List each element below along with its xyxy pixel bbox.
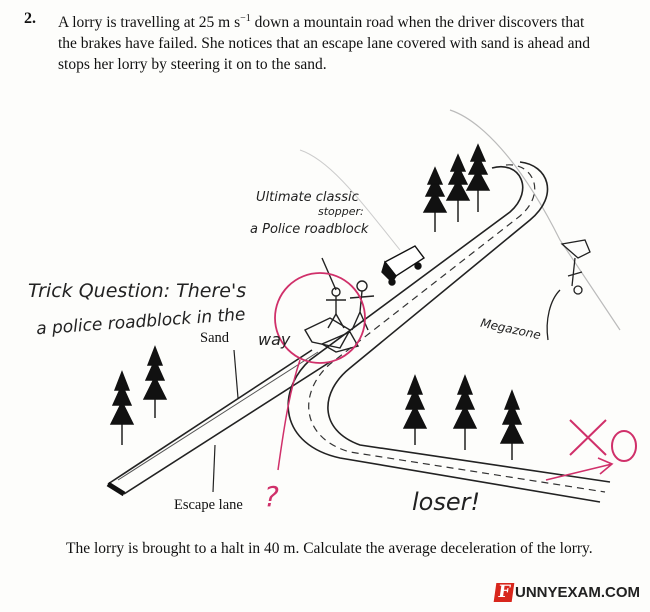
label-sand: Sand bbox=[200, 330, 229, 346]
escape-lane-right-edge bbox=[123, 361, 331, 495]
annotation-trick-line-3: way bbox=[258, 330, 291, 349]
tree bbox=[142, 345, 168, 418]
tree bbox=[109, 370, 135, 445]
red-o bbox=[611, 430, 637, 462]
annotation-trick-line-1: Trick Question: There's bbox=[28, 280, 247, 302]
escape-lane-end bbox=[106, 481, 126, 497]
road-inner-edge bbox=[287, 165, 601, 503]
police-roadblock bbox=[304, 257, 375, 353]
lorry bbox=[381, 245, 426, 286]
red-x bbox=[569, 419, 607, 456]
tree bbox=[452, 374, 478, 450]
question-text: A lorry is travelling at 25 m s−1 down a… bbox=[58, 8, 638, 75]
trees-left bbox=[109, 345, 168, 445]
road-centre-line bbox=[308, 164, 606, 493]
question-line-1-end: down a mountain road when the driver dis… bbox=[250, 14, 585, 32]
mountain-outline bbox=[449, 109, 621, 331]
annotation-question-mark: ? bbox=[264, 480, 279, 513]
tree bbox=[465, 143, 491, 212]
tree bbox=[445, 153, 471, 222]
tree bbox=[499, 389, 525, 460]
tree bbox=[402, 374, 428, 445]
mountain-outline-faint bbox=[299, 149, 401, 251]
label-escape-lane: Escape lane bbox=[174, 497, 243, 513]
question-number: 2. bbox=[24, 10, 36, 27]
red-circle bbox=[274, 272, 366, 364]
red-leader-line bbox=[277, 359, 301, 471]
watermark-text: UNNYEXAM.COM bbox=[514, 584, 640, 601]
escape-lane-left-edge bbox=[107, 349, 313, 485]
question-line-1-start: A lorry is travelling at 25 m s bbox=[58, 14, 241, 32]
annotation-ultimate-line-2: stopper: bbox=[318, 205, 364, 218]
red-arrow bbox=[545, 457, 614, 481]
road-outer-edge bbox=[327, 161, 611, 483]
bottom-question: The lorry is brought to a halt in 40 m. … bbox=[66, 540, 593, 557]
question-line-3: stops her lorry by steering it on to the… bbox=[58, 56, 327, 74]
watermark-logo-letter: F bbox=[493, 582, 515, 602]
unit-superscript: −1 bbox=[240, 13, 251, 24]
trees-bottom bbox=[402, 374, 525, 460]
escape-lane-leader-line bbox=[212, 444, 216, 493]
police-car-1 bbox=[304, 317, 351, 349]
helicopter-sketch bbox=[546, 239, 591, 341]
annotation-loser: loser! bbox=[412, 488, 481, 516]
trees-top bbox=[422, 143, 491, 232]
annotation-ultimate-line-3: a Police roadblock bbox=[250, 222, 369, 237]
question-line-1: A lorry is travelling at 25 m s−1 down a… bbox=[58, 8, 638, 33]
question-line-2: the brakes have failed. She notices that… bbox=[58, 35, 590, 53]
escape-lane-sand-line bbox=[117, 351, 319, 481]
annotation-ultimate-line-1: Ultimate classic bbox=[256, 190, 359, 205]
sand-leader-line bbox=[233, 349, 239, 399]
police-car-2 bbox=[320, 331, 360, 353]
tree bbox=[422, 166, 448, 232]
